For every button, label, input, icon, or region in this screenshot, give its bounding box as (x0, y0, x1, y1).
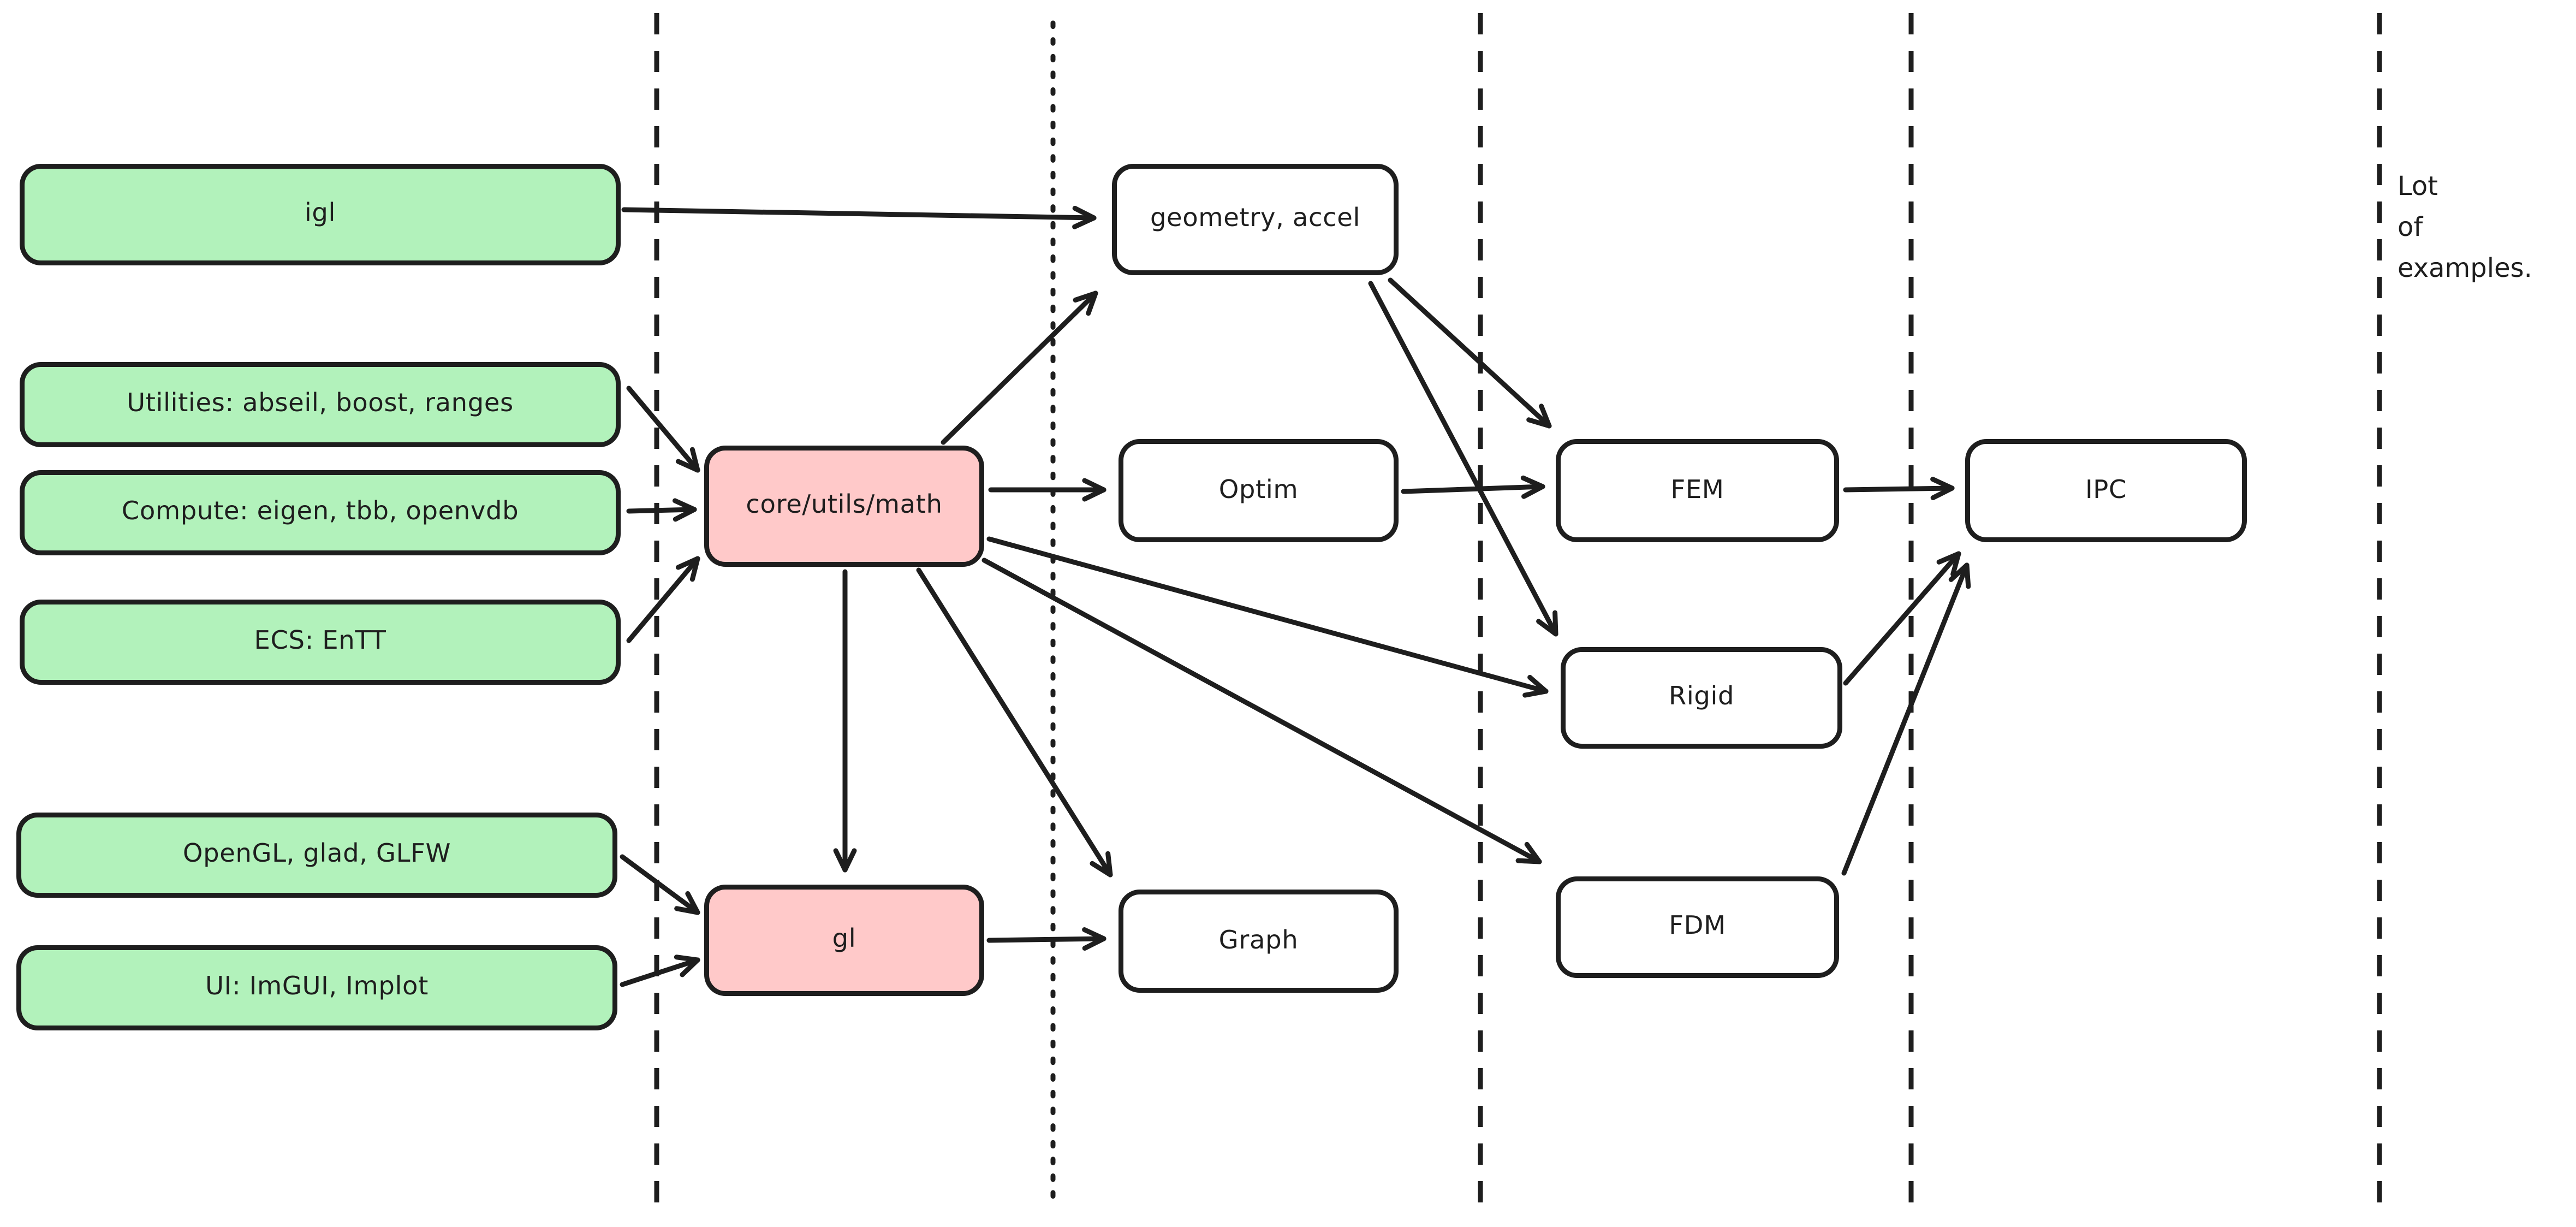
edge-compute-to-core (626, 507, 697, 514)
edge-gl-to-graph (986, 936, 1106, 943)
edge-core-to-rigid-arrowhead (1527, 674, 1549, 694)
node-opengl: OpenGL, glad, GLFW (16, 813, 617, 898)
node-ipc-label: IPC (2085, 474, 2127, 504)
node-core-label: core/utils/math (746, 490, 943, 520)
edge-utilities-to-core-arrowhead (689, 447, 700, 473)
edge-geometry-to-rigid-arrowhead (1552, 610, 1558, 637)
node-ui: UI: ImGUI, Implot (16, 945, 617, 1030)
edge-core-to-geometry (941, 291, 1098, 445)
edge-rigid-to-ipc-arrowhead (1936, 551, 1961, 565)
node-graph: Graph (1119, 890, 1399, 993)
edge-core-to-optim-arrowhead (1082, 487, 1106, 502)
edge-opengl-to-gl (620, 854, 700, 915)
edge-igl-to-geometry (621, 207, 1097, 221)
edge-core-to-fdm-arrowhead (1524, 841, 1542, 864)
node-optim: Optim (1119, 439, 1399, 542)
node-ecs: ECS: EnTT (20, 600, 621, 685)
edge-rigid-to-ipc-arrowhead (1950, 551, 1961, 577)
edge-core-to-graph (916, 567, 1113, 878)
node-fem-label: FEM (1670, 474, 1724, 504)
edge-ecs-to-core-arrowhead (675, 556, 700, 570)
edge-optim-to-fem-arrowhead (1521, 484, 1545, 499)
node-fdm: FDM (1556, 876, 1839, 978)
node-core: core/utils/math (704, 446, 984, 567)
edge-ui-to-gl-arrowhead (674, 955, 700, 963)
node-ui-label: UI: ImGUI, Implot (205, 971, 429, 1001)
edge-utilities-to-core (626, 386, 700, 473)
edge-core-to-graph-arrowhead (1090, 861, 1113, 878)
edge-geometry-to-fem-arrowhead (1539, 404, 1552, 429)
edge-core-to-graph-arrowhead (1105, 851, 1113, 878)
edge-gl-to-graph-arrowhead (1082, 927, 1106, 941)
edge-fdm-to-ipc-arrowhead (1948, 562, 1970, 582)
edge-optim-to-fem (1401, 484, 1545, 494)
edge-fdm-to-ipc-arrowhead (1964, 562, 1971, 589)
edge-fdm-to-ipc (1841, 562, 1970, 876)
note-lot-of-examples: Lot of examples. (2397, 170, 2532, 283)
edge-ui-to-gl-arrowhead (680, 957, 700, 977)
node-igl-label: igl (304, 198, 336, 228)
node-gl-label: gl (832, 924, 856, 954)
node-geometry-label: geometry, accel (1150, 203, 1361, 233)
node-ipc: IPC (1965, 439, 2247, 542)
node-gl: gl (704, 885, 984, 996)
edge-igl-to-geometry-arrowhead (1072, 215, 1097, 229)
node-compute-label: Compute: eigen, tbb, openvdb (121, 496, 519, 526)
edge-rigid-to-ipc (1843, 551, 1961, 686)
node-rigid: Rigid (1561, 647, 1842, 749)
edge-core-to-fdm (981, 558, 1542, 864)
node-utilities-label: Utilities: abseil, boost, ranges (127, 388, 514, 418)
edge-compute-to-core-arrowhead (673, 507, 697, 522)
edge-core-to-fdm-arrowhead (1515, 858, 1542, 864)
edge-utilities-to-core-arrowhead (675, 459, 700, 473)
edge-core-to-rigid-arrowhead (1522, 689, 1549, 698)
node-utilities: Utilities: abseil, boost, ranges (20, 362, 621, 447)
node-graph-label: Graph (1218, 924, 1299, 955)
edge-fem-to-ipc (1843, 485, 1955, 493)
edge-fem-to-ipc-arrowhead (1930, 485, 1955, 501)
node-compute: Compute: eigen, tbb, openvdb (20, 470, 621, 555)
edge-optim-to-fem-arrowhead (1520, 475, 1545, 489)
edge-gl-to-graph-arrowhead (1082, 936, 1106, 951)
edge-opengl-to-gl-arrowhead (674, 906, 700, 915)
edge-geometry-to-fem-arrowhead (1526, 417, 1552, 429)
edge-core-to-geometry-arrowhead (1073, 291, 1098, 303)
node-optim-label: Optim (1218, 474, 1299, 504)
edge-core-to-rigid (986, 536, 1549, 694)
edge-ecs-to-core (626, 556, 700, 643)
edge-ui-to-gl (620, 957, 700, 987)
node-rigid-label: Rigid (1668, 681, 1735, 712)
node-fem: FEM (1556, 439, 1839, 542)
edge-geometry-to-fem (1388, 277, 1552, 429)
edge-ecs-to-core-arrowhead (689, 556, 700, 582)
edge-core-to-gl-arrowhead (842, 848, 857, 873)
node-ecs-label: ECS: EnTT (254, 626, 386, 656)
edge-opengl-to-gl-arrowhead (685, 891, 700, 915)
edge-geometry-to-rigid (1368, 281, 1558, 637)
edge-core-to-geometry-arrowhead (1086, 291, 1098, 316)
edge-core-to-optim-arrowhead (1082, 478, 1106, 493)
edge-compute-to-core-arrowhead (672, 498, 697, 512)
edge-fem-to-ipc-arrowhead (1930, 477, 1955, 491)
edge-geometry-to-rigid-arrowhead (1536, 619, 1558, 637)
node-opengl-label: OpenGL, glad, GLFW (182, 839, 451, 869)
edge-core-to-gl-arrowhead (833, 848, 848, 873)
node-geometry: geometry, accel (1112, 164, 1399, 275)
node-fdm-label: FDM (1669, 911, 1726, 941)
node-igl: igl (20, 164, 621, 265)
edge-igl-to-geometry-arrowhead (1072, 205, 1097, 221)
